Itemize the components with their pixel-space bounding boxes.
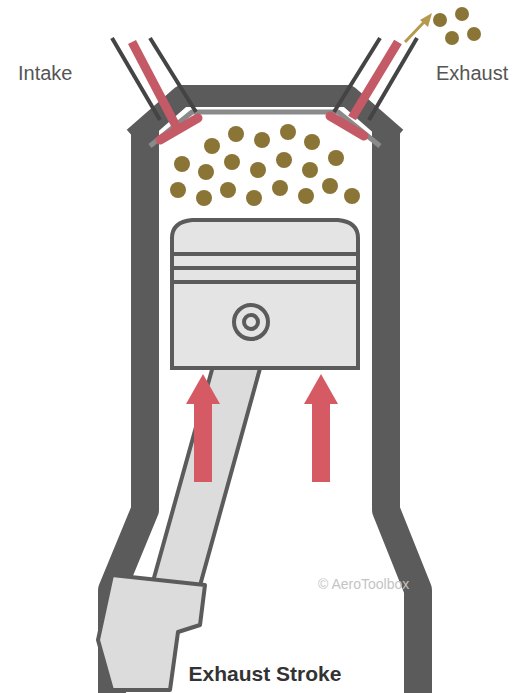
cylinder-wall [386, 128, 418, 693]
port-label: Intake [18, 62, 72, 85]
exhaust-gas [170, 7, 481, 206]
exhaust-valve [330, 13, 432, 136]
piston [172, 220, 358, 368]
port-label: Exhaust [436, 62, 508, 85]
caption: Exhaust Stroke [189, 662, 342, 686]
intake-valve [112, 38, 198, 140]
motion-arrow [186, 374, 338, 482]
watermark: © AeroToolbox [318, 576, 409, 592]
